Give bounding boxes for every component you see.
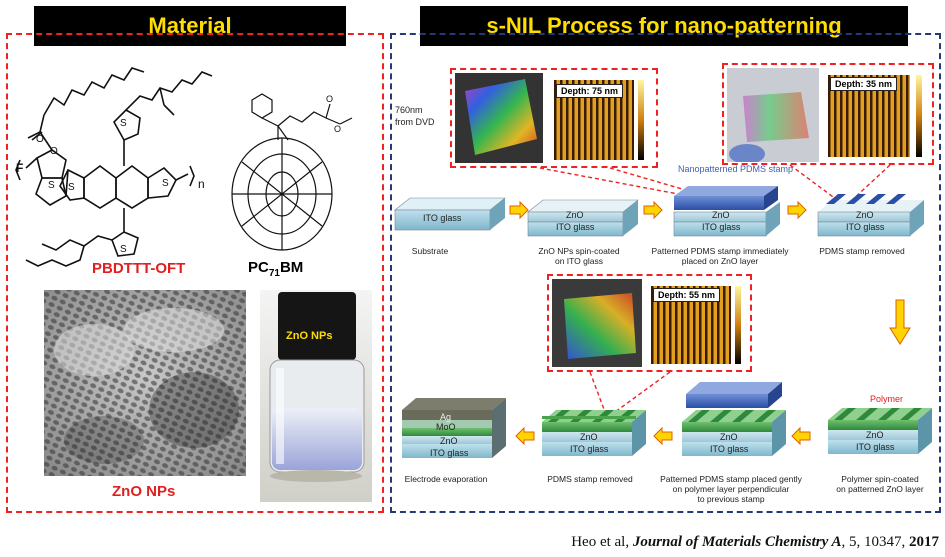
step-2-zno-diagram xyxy=(527,199,639,237)
step-3-stamp-diagram xyxy=(673,186,780,237)
svg-text:O: O xyxy=(50,146,58,157)
svg-text:n: n xyxy=(198,177,205,191)
step-6-stamp-polymer-diagram xyxy=(682,382,786,456)
step-1-substrate-diagram xyxy=(394,197,506,231)
zno-vial-photo xyxy=(260,290,372,502)
layer-zno-3: ZnO xyxy=(712,210,730,220)
svg-text:O: O xyxy=(36,134,44,145)
layer-zno-4: ZnO xyxy=(856,210,874,220)
step-7-caption: PDMS stamp removed xyxy=(547,474,633,484)
layer-ito-3: ITO glass xyxy=(702,222,741,232)
step-8-caption: Electrode evaporation xyxy=(404,474,488,484)
process-panel xyxy=(390,33,941,513)
stamp-photo-2 xyxy=(727,68,819,162)
svg-text:F: F xyxy=(16,161,23,175)
photo-afm-box-2: Depth: 35 nm xyxy=(722,63,934,165)
layer-ito-1: ITO glass xyxy=(423,213,462,223)
layer-ito-5: ITO glass xyxy=(856,442,895,452)
pbdttt-oft-structure: F n S S S S S O O xyxy=(15,67,213,267)
svg-text:S: S xyxy=(68,182,75,193)
layer-zno-7: ZnO xyxy=(580,432,598,442)
layer-ito-4: ITO glass xyxy=(846,222,885,232)
layer-zno-5: ZnO xyxy=(866,430,884,440)
depth-label-1: Depth: 75 nm xyxy=(556,84,624,98)
step-7-cross-pattern-diagram xyxy=(542,410,646,456)
polymer-label: PBDTTT-OFT xyxy=(92,260,186,277)
svg-text:O: O xyxy=(334,124,341,134)
vial-label: ZnO NPs xyxy=(286,330,333,342)
layer-moo: MoO xyxy=(436,422,456,432)
process-diagram xyxy=(394,164,932,458)
layer-ito-6: ITO glass xyxy=(710,444,749,454)
layer-ag: Ag xyxy=(440,412,452,422)
svg-text:S: S xyxy=(120,118,127,129)
nanopatterned-stamp-label: Nanopatterned PDMS stamp xyxy=(678,164,794,174)
dvd-note: 760nm from DVD xyxy=(395,105,435,127)
step-8-electrode-diagram xyxy=(402,398,506,458)
step-1-caption: Substrate xyxy=(411,246,449,256)
step-5-polymer-diagram xyxy=(828,408,932,454)
zno-tem-image xyxy=(44,290,246,476)
material-title: Material xyxy=(34,6,346,46)
step-4-patterned-zno-diagram xyxy=(817,194,924,237)
photo-afm-box-3: Depth: 55 nm xyxy=(547,274,752,372)
step-4-caption: PDMS stamp removed xyxy=(819,246,905,256)
pc71bm-structure: O O xyxy=(231,93,353,251)
depth-label-3: Depth: 55 nm xyxy=(653,288,721,302)
pc71bm-label: PC71BM xyxy=(248,259,304,279)
material-panel xyxy=(6,33,384,513)
stamp-photo-3 xyxy=(552,279,642,367)
layer-zno-6: ZnO xyxy=(720,432,738,442)
svg-text:O: O xyxy=(326,94,333,104)
svg-text:S: S xyxy=(162,178,169,189)
layer-ito-8: ITO glass xyxy=(430,448,469,458)
layer-ito-7: ITO glass xyxy=(570,444,609,454)
svg-text:S: S xyxy=(48,180,55,191)
layer-zno-8: ZnO xyxy=(440,436,458,446)
layer-zno-2: ZnO xyxy=(566,210,584,220)
stamp-photo-1 xyxy=(455,73,543,163)
layer-ito-2: ITO glass xyxy=(556,222,595,232)
svg-text:S: S xyxy=(120,244,127,255)
citation: Heo et al, Journal of Materials Chemistr… xyxy=(571,534,939,550)
depth-label-2: Depth: 35 nm xyxy=(830,77,898,91)
polymer-callout: Polymer xyxy=(870,394,904,404)
photo-afm-box-1: Depth: 75 nm xyxy=(450,68,658,168)
zno-tem-label: ZnO NPs xyxy=(112,483,176,500)
